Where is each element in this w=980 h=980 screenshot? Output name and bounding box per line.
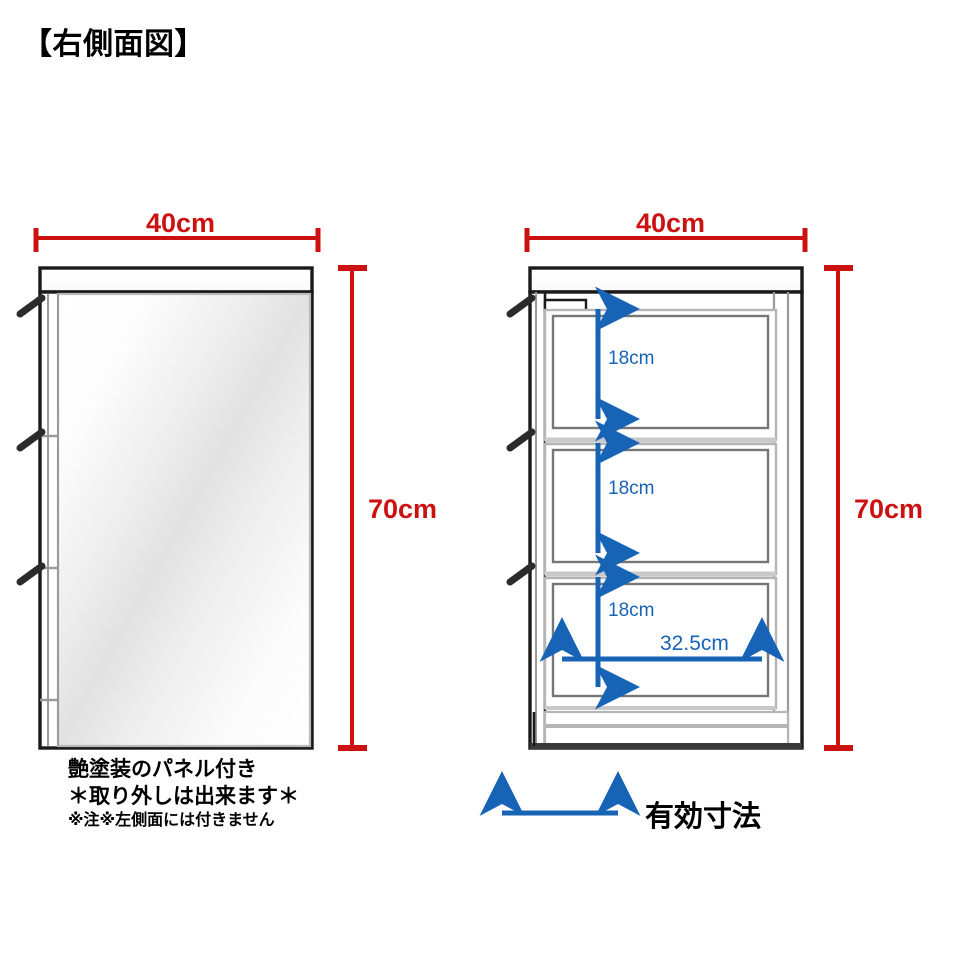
handle-icon bbox=[16, 294, 46, 318]
page-title: 【右側面図】 bbox=[22, 28, 205, 61]
right-width-label: 40cm bbox=[636, 208, 706, 238]
right-cabinet-top-plate bbox=[528, 266, 804, 294]
handle-icon bbox=[16, 562, 46, 586]
right-height-label: 70cm bbox=[854, 494, 924, 524]
drawer3-depth-label: 32.5cm bbox=[660, 632, 729, 655]
left-cabinet-handles bbox=[16, 294, 46, 586]
left-cabinet-body bbox=[38, 290, 314, 750]
left-height-dimension-line bbox=[338, 265, 367, 751]
right-cabinet-handles bbox=[506, 294, 536, 586]
left-cabinet-top-plate bbox=[38, 266, 314, 294]
note-line-2: ＊取り外しは出来ます＊ bbox=[68, 784, 299, 808]
legend-label: 有効寸法 bbox=[645, 801, 762, 833]
left-cabinet-carcass-edge bbox=[47, 294, 59, 746]
right-cabinet-body bbox=[528, 290, 804, 750]
handle-icon bbox=[506, 428, 536, 452]
right-cabinet-plinth bbox=[530, 710, 802, 749]
left-width-label: 40cm bbox=[146, 208, 216, 238]
drawer3-height-label: 18cm bbox=[608, 600, 655, 621]
drawer2-height-label: 18cm bbox=[608, 478, 655, 499]
right-cabinet-top-rail bbox=[543, 298, 588, 314]
left-drawer-division-marks bbox=[40, 434, 58, 702]
left-height-label: 70cm bbox=[368, 494, 438, 524]
left-cabinet-group bbox=[16, 228, 367, 751]
handle-icon bbox=[506, 562, 536, 586]
handle-icon bbox=[506, 294, 536, 318]
note-line-3: ※注※左側面には付きません bbox=[68, 811, 275, 829]
drawer1-height-label: 18cm bbox=[608, 348, 655, 369]
right-cabinet-right-wall bbox=[772, 292, 790, 748]
left-gloss-panel bbox=[56, 292, 312, 748]
handle-icon bbox=[16, 428, 46, 452]
right-height-dimension-line bbox=[824, 265, 853, 751]
note-line-1: 艶塗装のパネル付き bbox=[68, 758, 257, 781]
left-view-notes: 艶塗装のパネル付き ＊取り外しは出来ます＊ ※注※左側面には付きません bbox=[68, 758, 299, 830]
drawer-compartment-2 bbox=[543, 442, 778, 577]
right-cabinet-group bbox=[506, 228, 853, 751]
drawer-compartment-1 bbox=[543, 308, 778, 443]
